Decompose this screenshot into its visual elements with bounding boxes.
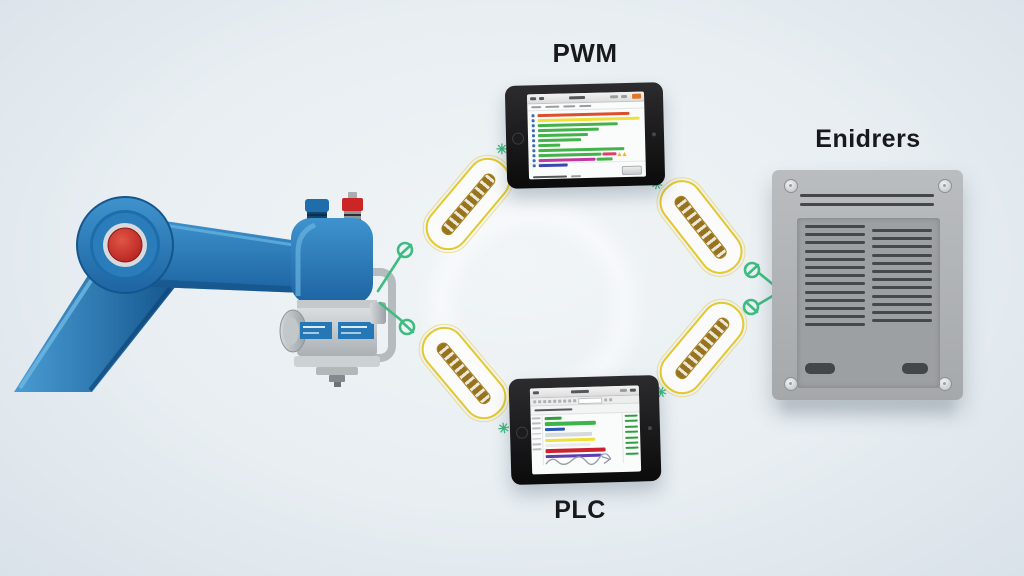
plc-text-line	[544, 417, 562, 421]
screw-icon	[784, 377, 798, 391]
panel-slot	[902, 363, 928, 374]
home-button	[511, 131, 525, 145]
plc-screen	[529, 385, 642, 475]
gantt-bar-segment	[602, 152, 617, 156]
row-number-mark	[531, 114, 535, 118]
screw-icon	[938, 179, 952, 193]
spark-icon: ✳	[496, 141, 508, 157]
handwritten-note-graphic	[544, 453, 616, 473]
actuator-label-band	[300, 322, 332, 339]
actuator-handle	[354, 268, 396, 362]
actuator-head	[279, 192, 396, 387]
row-number-mark	[531, 119, 535, 123]
row-number-mark	[531, 134, 536, 138]
row-number-mark	[531, 129, 535, 133]
pwm-tablet	[504, 82, 666, 189]
pwm-label: PWM	[552, 38, 618, 68]
row-number-mark	[532, 159, 536, 163]
screw-icon	[784, 179, 798, 193]
gantt-bar-segment	[596, 157, 613, 161]
vent-column-right	[872, 225, 932, 331]
pwm-footer	[528, 160, 647, 180]
chain-capsule-upper-right	[647, 162, 755, 292]
pwm-screen	[526, 91, 647, 180]
home-button	[515, 426, 529, 439]
plc-text-line	[544, 427, 565, 431]
warning-icon	[622, 151, 627, 156]
actuator-red-cap	[342, 198, 363, 211]
panel-groove	[800, 194, 934, 197]
arm-lower-segment	[14, 250, 176, 392]
arm-upper-segment	[118, 214, 305, 293]
pin-upper-left	[376, 241, 414, 293]
screw-icon	[938, 377, 952, 391]
pwm-bar-rows	[527, 109, 645, 169]
arm-joint	[76, 196, 174, 294]
row-number-mark	[531, 124, 535, 128]
chain-link-graphic	[672, 314, 732, 382]
panel-vent-plate	[797, 218, 940, 388]
pin-lower-left	[378, 301, 416, 336]
plc-value-column	[621, 412, 641, 463]
camera-dot	[651, 131, 657, 136]
camera-dot	[647, 426, 653, 431]
vent-column-left	[805, 225, 865, 331]
panel-slot	[805, 363, 835, 374]
panel-groove	[800, 203, 934, 206]
plc-tablet	[508, 374, 662, 486]
pwm-footer-button	[621, 165, 642, 176]
drive-label: Enidrers	[815, 125, 921, 153]
row-number-mark	[532, 154, 536, 158]
vent-grid	[805, 225, 932, 331]
chain-link-graphic	[672, 193, 730, 261]
toolbar-orange-chip	[631, 93, 642, 99]
warning-icon	[617, 151, 622, 156]
row-number-mark	[532, 144, 536, 148]
plc-label: PLC	[554, 496, 606, 524]
ribbon-input-box	[578, 397, 603, 404]
row-number-mark	[532, 149, 536, 153]
drive-unit-panel	[772, 170, 963, 400]
row-number-mark	[532, 139, 536, 143]
